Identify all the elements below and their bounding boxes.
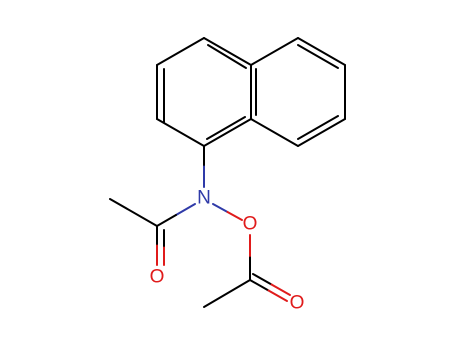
bond-ring-c7-c8 — [297, 118, 346, 147]
atom-ester-oxygen: O — [243, 214, 258, 235]
bond-layer — [109, 37, 346, 308]
bond-ester-co-2-b — [270, 283, 291, 296]
bond-amide-methyl — [109, 198, 158, 227]
bond-n-o-b — [226, 211, 243, 221]
bond-ring-c3-c4 — [156, 37, 205, 66]
atom-amide-carbonyl-oxygen: O — [150, 267, 165, 288]
atom-label-layer: N O O O — [150, 188, 305, 314]
bond-ester-co-1-b — [267, 289, 288, 302]
bond-n-amide-c-b — [156, 214, 177, 227]
atom-nitrogen: N — [197, 188, 211, 209]
bond-ester-co-1-a — [249, 279, 270, 292]
bond-ring-c4a-c5 — [250, 37, 299, 66]
bond-ester-co-2-a — [252, 273, 273, 286]
bond-ester-methyl — [203, 279, 251, 308]
bond-ring-c5-c6-inner — [297, 44, 339, 69]
bond-ring-c1-c8a-inner — [206, 116, 246, 140]
bond-ring-c1-c8a — [203, 118, 252, 147]
bond-ring-c4-c4a — [203, 37, 252, 66]
bond-ring-c1-c2 — [156, 118, 205, 147]
bond-ring-c4-c4a-inner — [207, 44, 247, 69]
bond-n-amide-c-a — [175, 203, 196, 216]
bond-ring-c7-c8-inner — [297, 115, 339, 140]
atom-ester-carbonyl-oxygen: O — [290, 293, 305, 314]
bond-ring-c5-c6 — [297, 37, 346, 66]
bond-n-o-a — [212, 203, 229, 213]
bond-ring-c8-c8a — [250, 118, 299, 147]
